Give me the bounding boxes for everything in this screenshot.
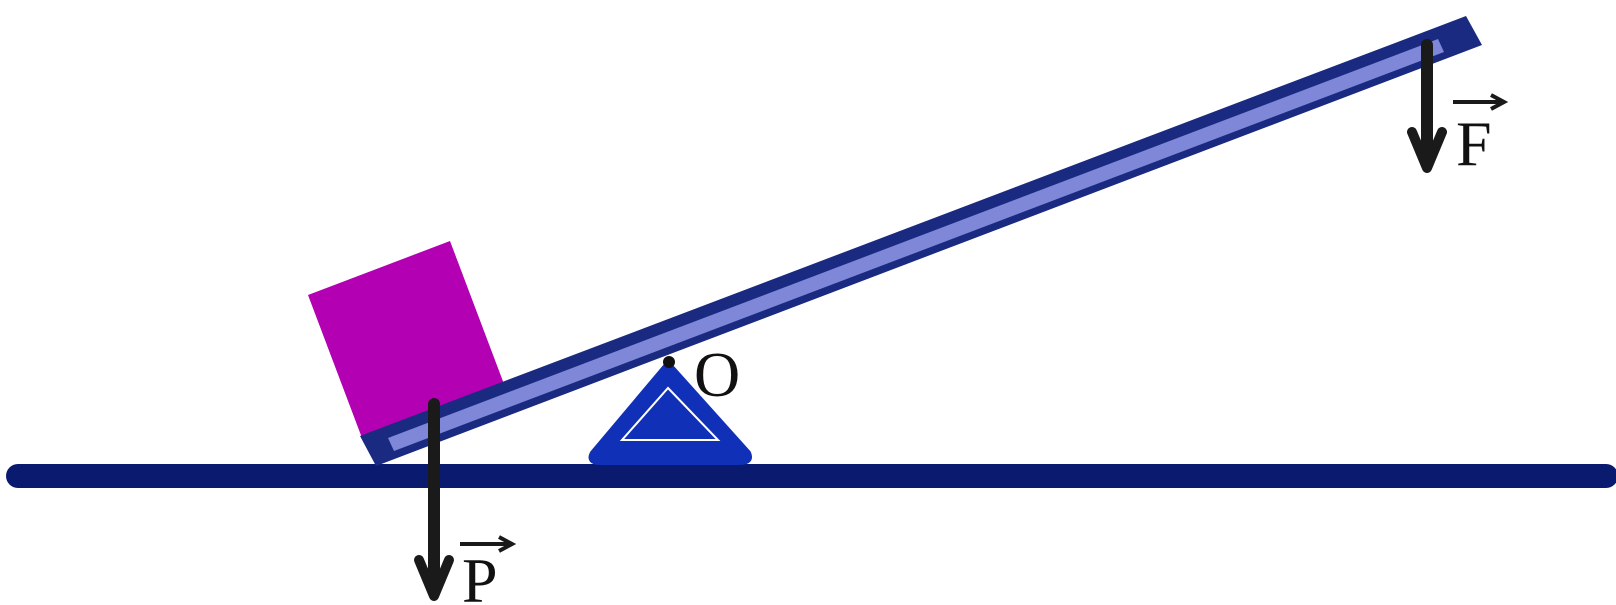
pivot-point bbox=[663, 356, 675, 368]
force-f-vector-label: F bbox=[1453, 93, 1509, 179]
weight-p-vector-label: P bbox=[460, 535, 517, 605]
pivot-label: O bbox=[694, 339, 740, 410]
force-f-label: F bbox=[1456, 108, 1492, 179]
force-f-vector-arrowhead-icon bbox=[1490, 93, 1509, 111]
weight-p-vector-arrowhead-icon bbox=[498, 535, 517, 553]
fulcrum-inner-outline bbox=[619, 386, 721, 441]
fulcrum-triangle bbox=[588, 361, 752, 465]
weight-p-arrow bbox=[414, 398, 454, 601]
weight-p-label: P bbox=[462, 545, 498, 605]
lever-plank-inner bbox=[388, 39, 1444, 451]
force-f-arrow bbox=[1407, 39, 1447, 173]
block bbox=[308, 241, 504, 438]
